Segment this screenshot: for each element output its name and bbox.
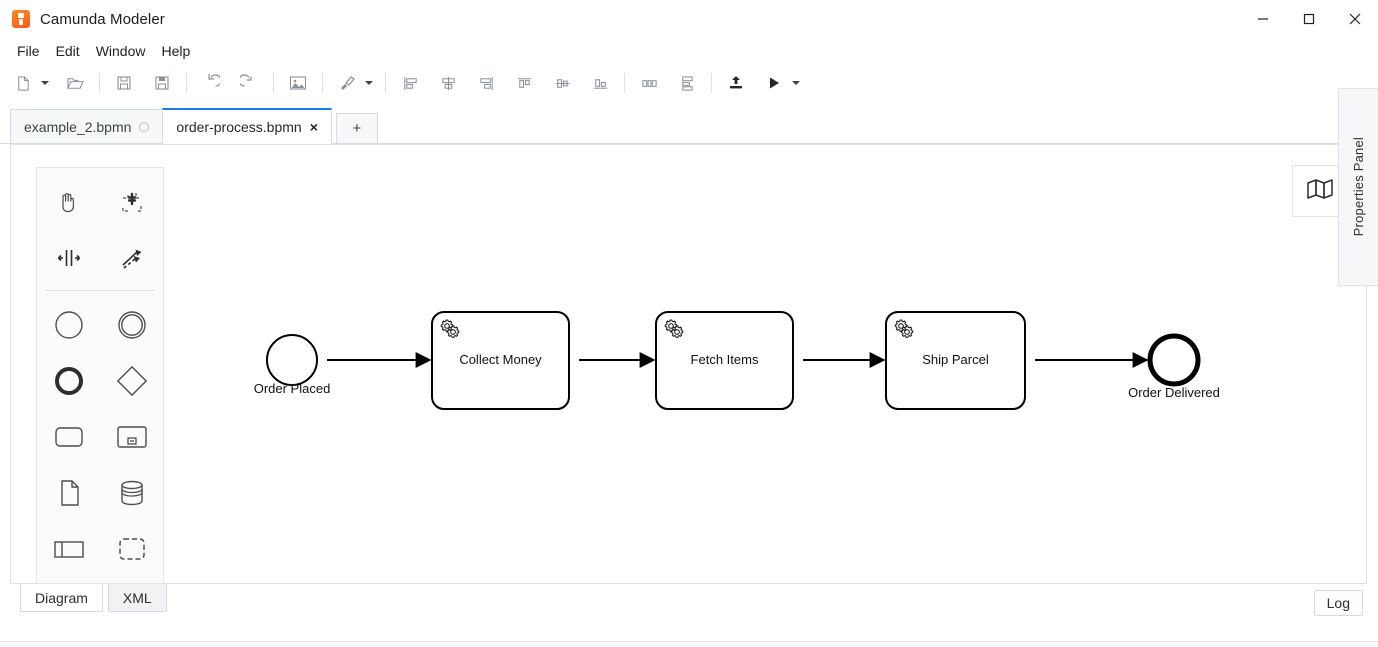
export-image-icon[interactable] <box>283 68 313 98</box>
tab-order-process-bpmn[interactable]: order-process.bpmn × <box>162 108 332 144</box>
menu-item-edit[interactable]: Edit <box>55 43 80 59</box>
toolbar-divider <box>624 73 625 93</box>
distribute-vertical-icon[interactable] <box>672 68 702 98</box>
data-object-icon[interactable] <box>37 465 100 521</box>
toolbar <box>0 64 1378 102</box>
tab-label: order-process.bpmn <box>176 119 302 135</box>
bpmn-service-task-fetch-items <box>655 311 794 410</box>
global-connect-tool-icon[interactable] <box>100 230 163 286</box>
align-bottom-icon[interactable] <box>585 68 615 98</box>
toolbar-divider <box>322 73 323 93</box>
distribute-horizontal-icon[interactable] <box>634 68 664 98</box>
menu-item-window[interactable]: Window <box>95 43 146 59</box>
tab-close-icon[interactable]: × <box>309 119 318 135</box>
close-icon[interactable] <box>1332 0 1378 38</box>
align-top-icon[interactable] <box>509 68 539 98</box>
participant-icon[interactable] <box>37 521 100 577</box>
subprocess-icon[interactable] <box>100 409 163 465</box>
diagram-canvas[interactable]: Order Placed Collect Money Fetch Items S… <box>10 144 1367 584</box>
align-middle-icon[interactable] <box>547 68 577 98</box>
end-event-icon[interactable] <box>37 353 100 409</box>
align-center-icon[interactable] <box>433 68 463 98</box>
intermediate-event-icon[interactable] <box>100 297 163 353</box>
bpmn-label-ship-parcel: Ship Parcel <box>922 352 989 367</box>
lasso-tool-icon[interactable] <box>100 174 163 230</box>
bpmn-diagram[interactable] <box>11 145 1368 585</box>
bpmn-palette[interactable] <box>36 167 164 584</box>
palette-divider <box>45 290 155 291</box>
hand-tool-icon[interactable] <box>37 174 100 230</box>
menu-item-help[interactable]: Help <box>161 43 191 59</box>
align-left-icon[interactable] <box>395 68 425 98</box>
group-icon[interactable] <box>100 521 163 577</box>
new-tab-button[interactable]: + <box>335 113 378 143</box>
bottom-tab-diagram[interactable]: Diagram <box>20 584 103 612</box>
start-event-icon[interactable] <box>37 297 100 353</box>
status-bar <box>0 641 1378 647</box>
window-controls <box>1240 0 1378 38</box>
bpmn-service-task-ship-parcel <box>885 311 1026 410</box>
menu-bar: File Edit Window Help <box>0 38 1378 64</box>
bpmn-label-collect-money: Collect Money <box>459 352 542 367</box>
bpmn-start-event <box>266 334 318 386</box>
data-store-icon[interactable] <box>100 465 163 521</box>
unsaved-indicator-icon[interactable] <box>139 121 150 132</box>
align-right-icon[interactable] <box>471 68 501 98</box>
camunda-logo-icon <box>12 10 30 28</box>
toolbar-divider <box>385 73 386 93</box>
bpmn-label-order-delivered: Order Delivered <box>1128 385 1220 400</box>
bpmn-label-order-placed: Order Placed <box>253 381 331 396</box>
undo-icon[interactable] <box>196 68 226 98</box>
palette-elements-group <box>37 297 163 577</box>
app-title: Camunda Modeler <box>40 10 165 28</box>
editor-tab-bar: example_2.bpmn order-process.bpmn × + <box>0 108 1378 144</box>
bpmn-label-fetch-items: Fetch Items <box>690 352 759 367</box>
toolbar-divider <box>99 73 100 93</box>
run-dropdown-caret-icon[interactable] <box>789 68 803 98</box>
bpmn-service-task-collect-money <box>431 311 570 410</box>
new-file-dropdown-caret-icon[interactable] <box>38 68 52 98</box>
redo-icon[interactable] <box>234 68 264 98</box>
minimize-icon[interactable] <box>1240 0 1286 38</box>
toolbar-divider <box>186 73 187 93</box>
open-folder-icon[interactable] <box>60 68 90 98</box>
menu-item-file[interactable]: File <box>17 43 40 59</box>
log-button[interactable]: Log <box>1313 590 1363 616</box>
align-tool-icon[interactable] <box>332 68 362 98</box>
bottom-tab-xml[interactable]: XML <box>107 584 167 612</box>
bottom-bar: Diagram XML Log <box>10 584 1367 624</box>
title-bar: Camunda Modeler <box>0 0 1378 38</box>
properties-panel-label: Properties Panel <box>1351 137 1366 237</box>
bpmn-end-event <box>1147 333 1201 387</box>
task-icon[interactable] <box>37 409 100 465</box>
new-file-icon[interactable] <box>8 68 38 98</box>
tab-label: example_2.bpmn <box>24 118 132 135</box>
tab-example-2-bpmn[interactable]: example_2.bpmn <box>10 109 164 143</box>
save-icon[interactable] <box>109 68 139 98</box>
maximize-icon[interactable] <box>1286 0 1332 38</box>
palette-tools-group <box>37 174 163 286</box>
save-as-icon[interactable] <box>147 68 177 98</box>
align-tool-dropdown-caret-icon[interactable] <box>362 68 376 98</box>
properties-panel-toggle[interactable]: Properties Panel <box>1338 88 1378 286</box>
toolbar-divider <box>711 73 712 93</box>
run-icon[interactable] <box>759 68 789 98</box>
map-icon <box>1306 178 1334 205</box>
toolbar-divider <box>273 73 274 93</box>
gateway-icon[interactable] <box>100 353 163 409</box>
space-tool-icon[interactable] <box>37 230 100 286</box>
deploy-icon[interactable] <box>721 68 751 98</box>
